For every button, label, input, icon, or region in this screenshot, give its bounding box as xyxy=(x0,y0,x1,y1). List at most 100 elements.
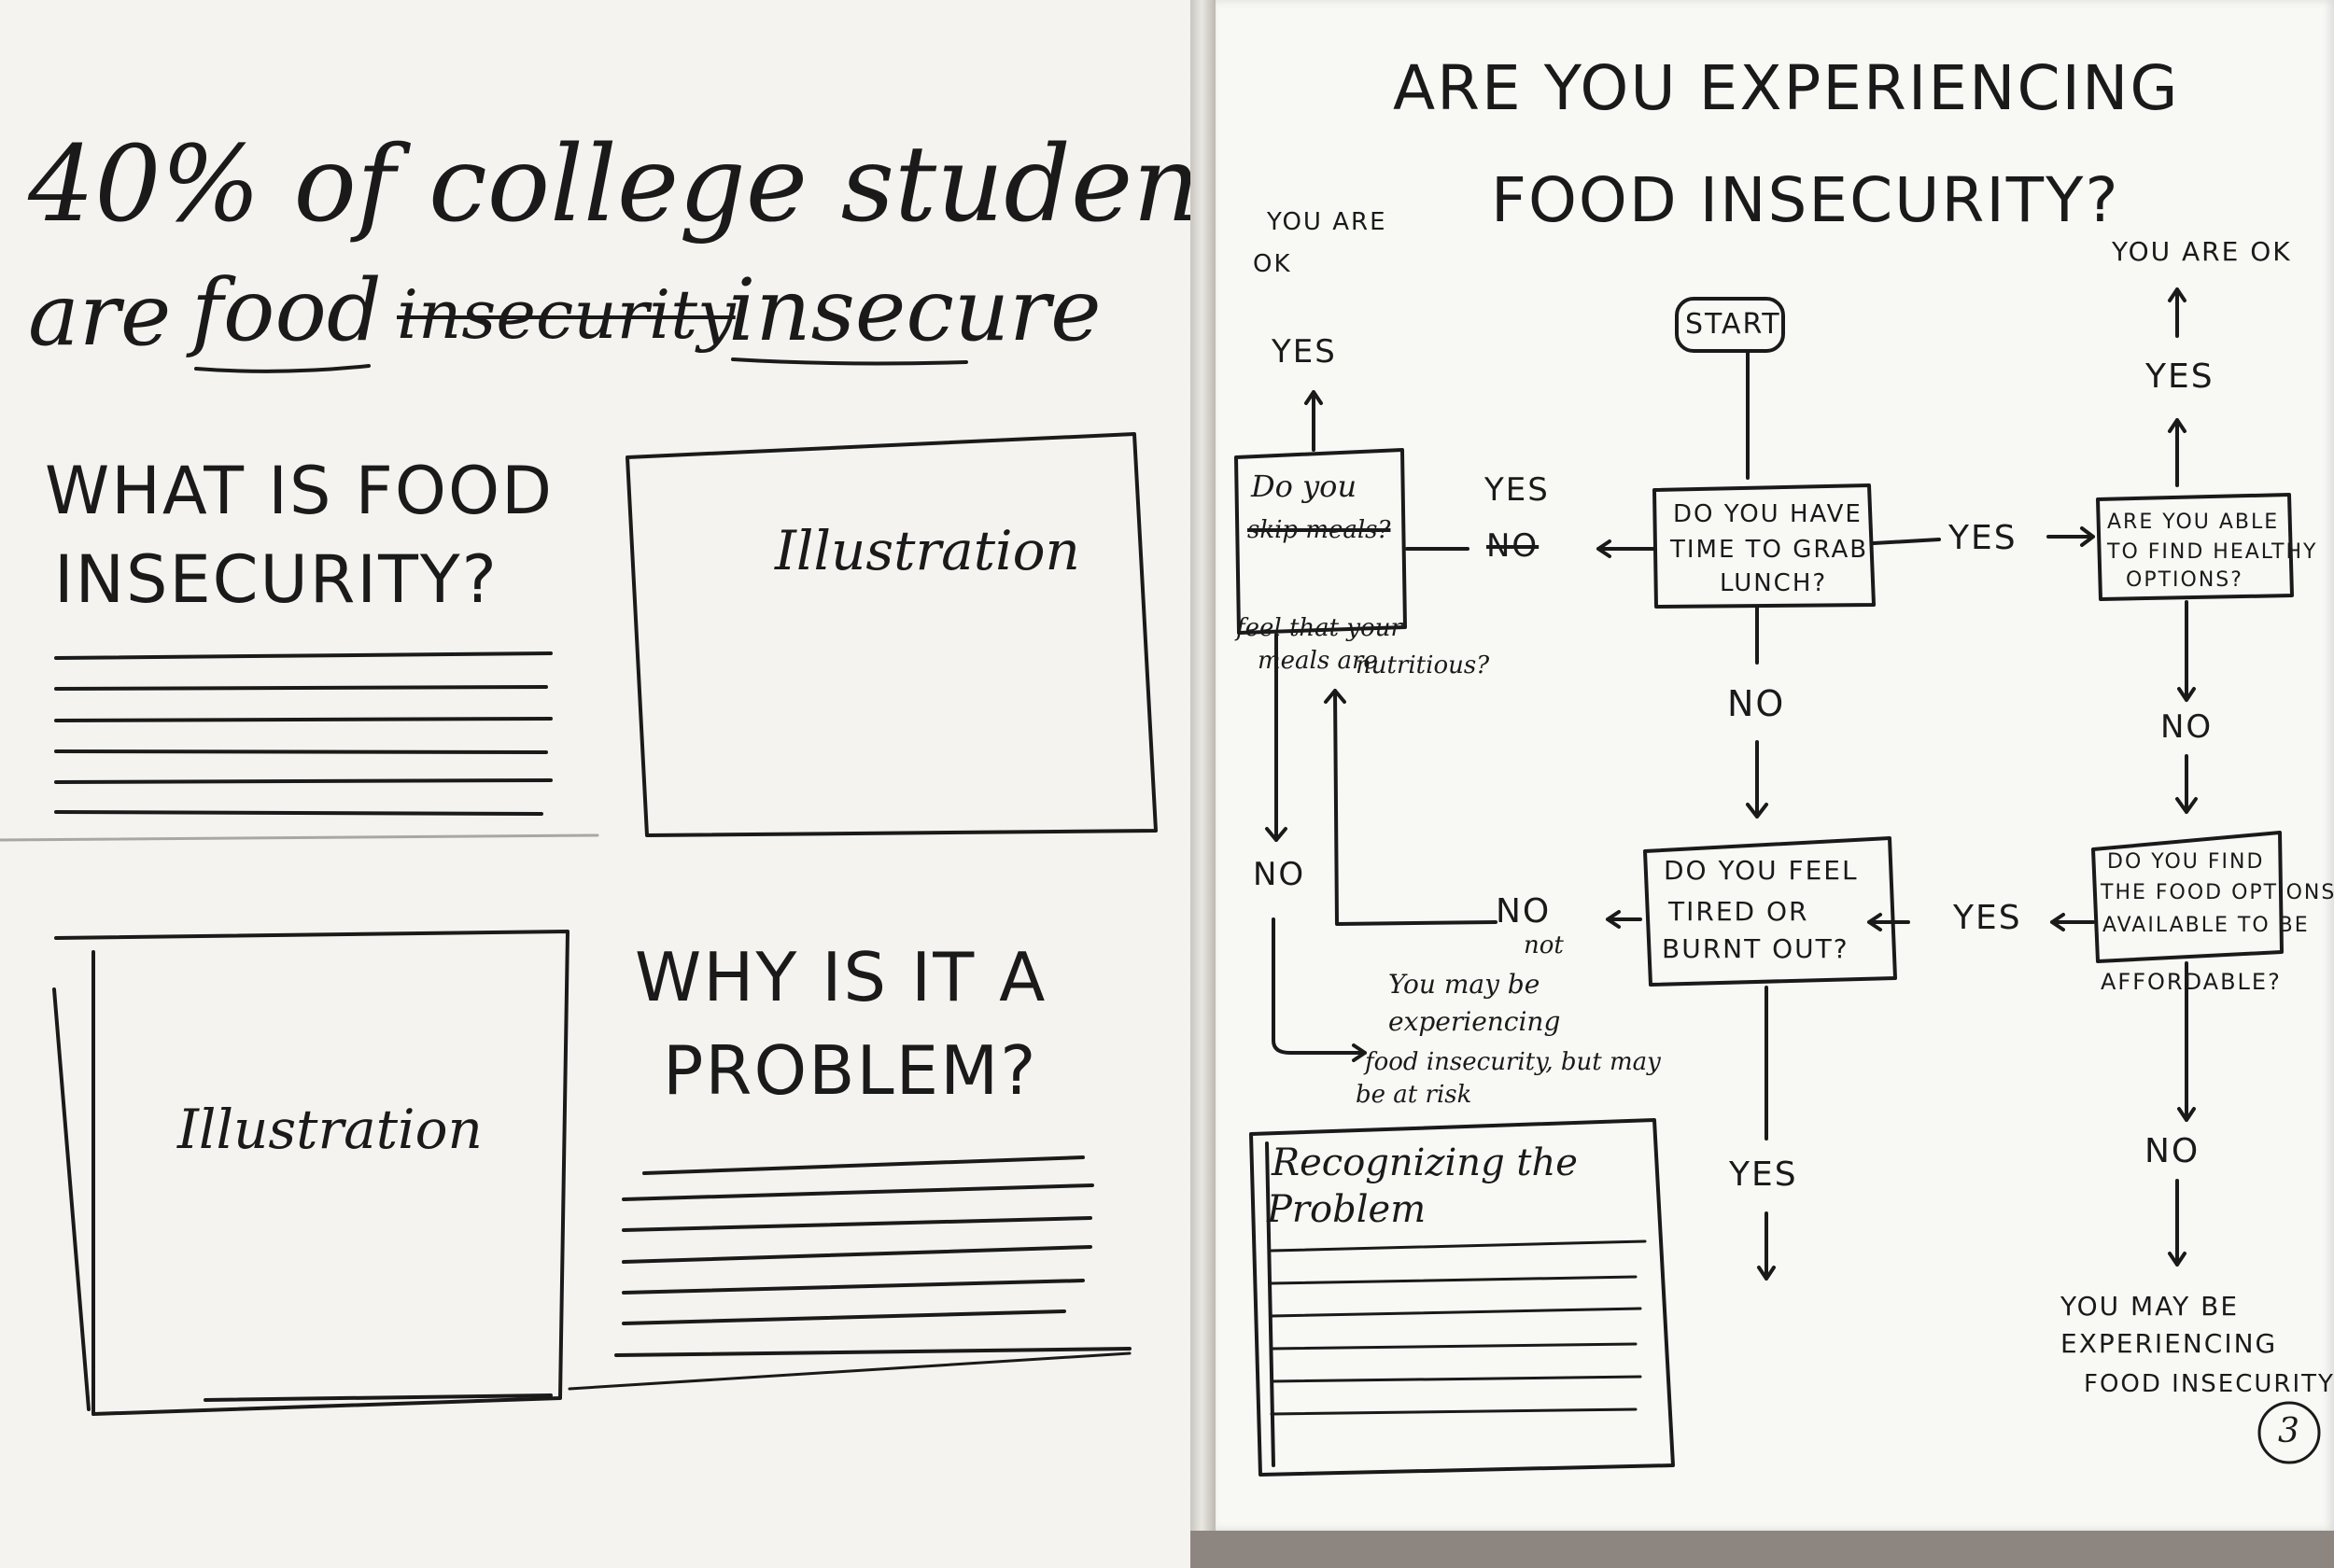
note-line1: You may be xyxy=(1388,969,1540,1000)
text-line xyxy=(1270,1407,1638,1416)
illustration-box-2 xyxy=(54,930,569,1416)
q4-yes-label: YES xyxy=(1729,1155,1798,1194)
q2-up-arrow xyxy=(2168,418,2186,487)
q4-box xyxy=(1643,836,1897,987)
q3-down-arrow xyxy=(2177,961,2196,1122)
headline-struck-word: insecurity xyxy=(397,275,736,354)
q1-box xyxy=(1652,483,1876,609)
book-gutter xyxy=(1190,0,1216,1568)
start-label: START xyxy=(1685,308,1781,341)
q5-no-side-label: NO xyxy=(1486,527,1540,565)
q4-no-arrow xyxy=(1606,910,1642,929)
illustration-1-label: Illustration xyxy=(775,519,1080,582)
q5-line1: Do you xyxy=(1251,469,1357,504)
q3-yes-arrow-a xyxy=(2050,913,2095,931)
q2-box xyxy=(2096,493,2294,601)
q4-line2: TIRED OR xyxy=(1668,896,1809,927)
recognizing-line2: Problem xyxy=(1267,1188,1427,1231)
text-line xyxy=(614,1347,1132,1357)
q2-yes-label: YES xyxy=(2145,357,2214,396)
text-line xyxy=(1270,1342,1638,1351)
text-line xyxy=(622,1279,1085,1295)
q3-line2: THE FOOD OPTIONS xyxy=(2101,881,2334,904)
q5-yes-up-label: YES xyxy=(1272,333,1337,371)
note-line3: food insecurity, but may xyxy=(1365,1048,1661,1076)
text-line xyxy=(54,651,553,660)
headline-stat: 40% of college students xyxy=(28,124,1190,245)
q4-no-label: NO xyxy=(1496,892,1552,931)
illustration-box-2-edge xyxy=(52,987,91,1411)
headline-are: are xyxy=(28,265,172,365)
table-surface xyxy=(1190,1531,2334,1568)
section2-heading-line2: PROBLEM? xyxy=(663,1031,1038,1110)
q1-line2: TIME TO GRAB xyxy=(1670,536,1869,564)
text-line xyxy=(54,685,548,691)
q1-no-arrow xyxy=(1746,740,1768,819)
q3-no-label: NO xyxy=(2144,1132,2200,1170)
q5-yes-side-label: YES xyxy=(1484,471,1550,509)
recognizing-box xyxy=(1249,1118,1675,1477)
q5-down-arrowhead xyxy=(1265,827,1287,842)
q3-box xyxy=(2091,831,2284,963)
q3-line1: DO YOU FIND xyxy=(2107,850,2265,874)
recognizing-box-edge xyxy=(1265,1141,1275,1467)
q2-line3: OPTIONS? xyxy=(2126,568,2243,592)
text-line xyxy=(622,1245,1092,1264)
flowchart-lines xyxy=(1234,287,2321,1477)
q4-no-path-to-q5 xyxy=(1333,689,1497,926)
q2-no-arrow xyxy=(2175,754,2198,814)
q3-no-arrow xyxy=(2168,1179,2186,1267)
q5-line4: meals are xyxy=(1258,647,1378,675)
q5-no-to-note-arrow xyxy=(1272,917,1367,1062)
flowchart-title-line2: FOOD INSECURITY? xyxy=(1491,164,2120,236)
result-maybe-line2: EXPERIENCING xyxy=(2060,1328,2278,1359)
start-box xyxy=(1675,297,1785,353)
q4-line1: DO YOU FEEL xyxy=(1664,855,1859,886)
insecure-underline xyxy=(731,357,968,366)
q5-box xyxy=(1234,448,1407,635)
text-line xyxy=(1270,1239,1647,1253)
q4-no-arrowhead xyxy=(1324,689,1346,704)
text-line xyxy=(622,1216,1092,1232)
q5-line5: nutritious? xyxy=(1356,651,1490,679)
note-line2: experiencing xyxy=(1388,1006,1561,1037)
section1-heading-line1: WHAT IS FOOD xyxy=(45,453,555,529)
q2-down-arrow xyxy=(2177,600,2196,702)
text-line xyxy=(1270,1275,1638,1285)
text-line xyxy=(54,717,553,722)
q5-line2: skip meals? xyxy=(1247,516,1391,544)
headline-insecure: insecure xyxy=(728,260,1102,360)
q2-line2: TO FIND HEALTHY xyxy=(2107,540,2318,564)
q1-no-label: NO xyxy=(1727,683,1786,724)
flowchart-title-line1: ARE YOU EXPERIENCING xyxy=(1393,52,2180,124)
q5-no-down-label: NO xyxy=(1253,856,1306,893)
text-line xyxy=(642,1155,1085,1175)
q3-yes-label: YES xyxy=(1953,899,2022,937)
text-line xyxy=(1270,1307,1642,1318)
result-ok-left-line2: OK xyxy=(1253,250,1292,278)
q5-line3: feel that your xyxy=(1236,614,1402,642)
arrow-to-q2 xyxy=(2046,526,2095,547)
q1-yes-label: YES xyxy=(1948,519,2018,557)
result-ok-right: YOU ARE OK xyxy=(2112,236,2292,267)
text-line xyxy=(54,749,548,754)
q1-line1: DO YOU HAVE xyxy=(1673,500,1863,528)
left-page: 40% of college students are food insecur… xyxy=(0,0,1190,1568)
section1-heading-line2: INSECURITY? xyxy=(54,541,499,618)
text-line xyxy=(54,778,553,784)
note-not: not xyxy=(1524,931,1564,959)
text-line xyxy=(622,1309,1066,1325)
text-line xyxy=(1270,1375,1642,1383)
q4-line3: BURNT OUT? xyxy=(1662,933,1849,964)
page-number-circle xyxy=(2257,1401,2321,1464)
food-underline xyxy=(194,364,371,373)
text-line xyxy=(622,1183,1094,1201)
recognizing-line1: Recognizing the xyxy=(1272,1141,1578,1184)
result-maybe-line1: YOU MAY BE xyxy=(2060,1291,2240,1322)
illustration-box-1 xyxy=(626,432,1158,837)
q3-line4: AFFORDABLE? xyxy=(2101,969,2282,995)
note-line4: be at risk xyxy=(1356,1081,1472,1109)
page-fold xyxy=(0,833,599,842)
section2-heading-line1: WHY IS IT A xyxy=(635,938,1047,1016)
result-maybe-line3: FOOD INSECURITY xyxy=(2084,1370,2334,1398)
